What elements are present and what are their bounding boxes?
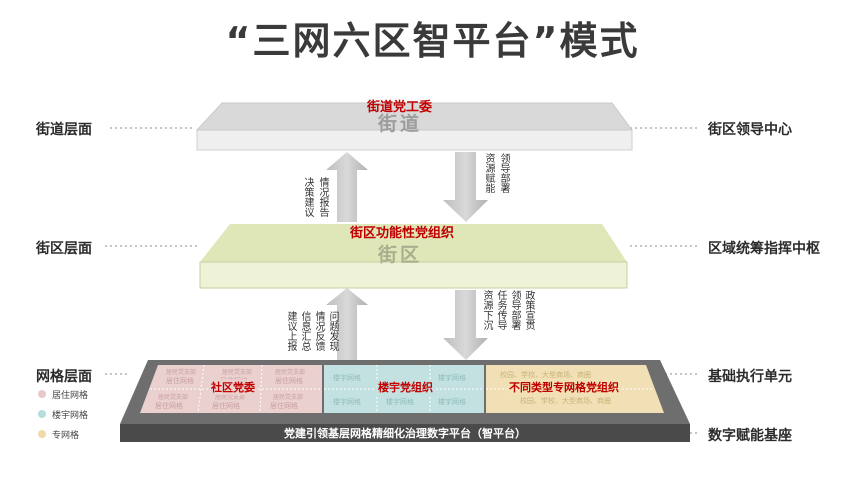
block-org-label: 街区功能性党组织 [350, 226, 455, 241]
block-level-label: 街区层面 [36, 241, 92, 257]
arrow-down-1-notes: 资源赋能 领导部署 [481, 153, 510, 193]
street-layer [195, 102, 633, 151]
street-leadership-label: 街区领导中心 [708, 122, 792, 138]
cell-res-11: 居民党支部 [273, 394, 304, 401]
block-layer [199, 224, 628, 289]
cell-bld-2: 楼宇网格 [438, 374, 466, 382]
platform-label: 党建引领基层网格精细化治理数字平台（智平台） [284, 427, 526, 440]
street-org-label: 街道党工委 [367, 100, 433, 115]
note-up2-c: 信息汇总 [299, 311, 310, 351]
legend-label-building: 楼宇网格 [52, 411, 89, 421]
cell-res-6: 居住网格 [275, 377, 303, 385]
grid-level-label: 网格层面 [36, 369, 92, 385]
cell-res-2: 居住网格 [166, 377, 194, 385]
cell-bld-1: 楼宇网格 [333, 374, 361, 382]
arrow-up-1 [326, 152, 368, 222]
cell-res-9: 居民党支部 [215, 394, 246, 401]
legend-dot-special [38, 430, 46, 438]
legend-label-residential: 居住网格 [52, 391, 89, 401]
cell-res-7: 居民党支部 [158, 394, 189, 401]
special-party-label: 不同类型专网格党组织 [507, 379, 621, 395]
arrow-down-2 [443, 290, 488, 360]
cell-res-5: 居民党支部 [275, 369, 306, 376]
arrow-up-2-notes: 建议上报 信息汇总 情况反馈 问题发现 [284, 311, 339, 351]
note-up1-a: 情况报告 [317, 177, 328, 217]
note-up2-d: 建议上报 [285, 311, 296, 351]
arrow-down-2-notes: 资源下沉 任务传导 领导部署 政策宣贯 [480, 290, 535, 330]
note-up2-b: 情况反馈 [313, 311, 324, 351]
cell-bld-3: 楼宇网格 [333, 398, 361, 406]
note-down2-c: 任务传导 [495, 290, 506, 330]
arrow-down-1 [443, 152, 488, 222]
cell-res-1: 居民党支部 [166, 369, 197, 376]
legend-label-special: 专网格 [52, 431, 80, 441]
note-down2-d: 资源下沉 [481, 290, 492, 330]
cell-bld-4: 楼宇网格 [386, 398, 414, 406]
cell-sp-1: 校园、学校、大型商场、商圈 [500, 371, 591, 379]
cell-sp-2: 校园、学校、大型商场、商圈 [520, 397, 611, 405]
note-up2-a: 问题发现 [327, 311, 338, 351]
page-title: “三网六区智平台”模式 [225, 19, 640, 63]
note-down1-b: 资源赋能 [483, 153, 494, 193]
note-up1-b: 决策建议 [302, 177, 313, 217]
cell-res-3: 居民党支部 [222, 369, 253, 376]
cell-res-8: 居住网格 [155, 402, 183, 410]
cell-res-12: 居住网格 [270, 402, 298, 410]
community-committee-label: 社区党委 [209, 379, 257, 395]
coordination-hub-label: 区域统筹指挥中枢 [708, 241, 820, 257]
arrow-up-1-notes: 决策建议 情况报告 [300, 177, 329, 217]
arrow-up-2 [326, 288, 368, 360]
building-party-label: 楼宇党组织 [376, 379, 435, 395]
cell-bld-5: 楼宇网格 [438, 398, 466, 406]
legend-dot-building [38, 410, 46, 418]
execution-unit-label: 基础执行单元 [708, 369, 792, 385]
street-name-label: 街道 [378, 113, 423, 135]
legend-dot-residential [38, 390, 46, 398]
digital-base-label: 数字赋能基座 [708, 428, 792, 444]
block-name-label: 街区 [378, 244, 423, 266]
note-down2-b: 领导部署 [509, 290, 520, 330]
note-down2-a: 政策宣贯 [523, 290, 534, 330]
note-down1-a: 领导部署 [498, 153, 509, 193]
street-level-label: 街道层面 [36, 122, 92, 138]
cell-res-10: 居住网格 [212, 402, 240, 410]
